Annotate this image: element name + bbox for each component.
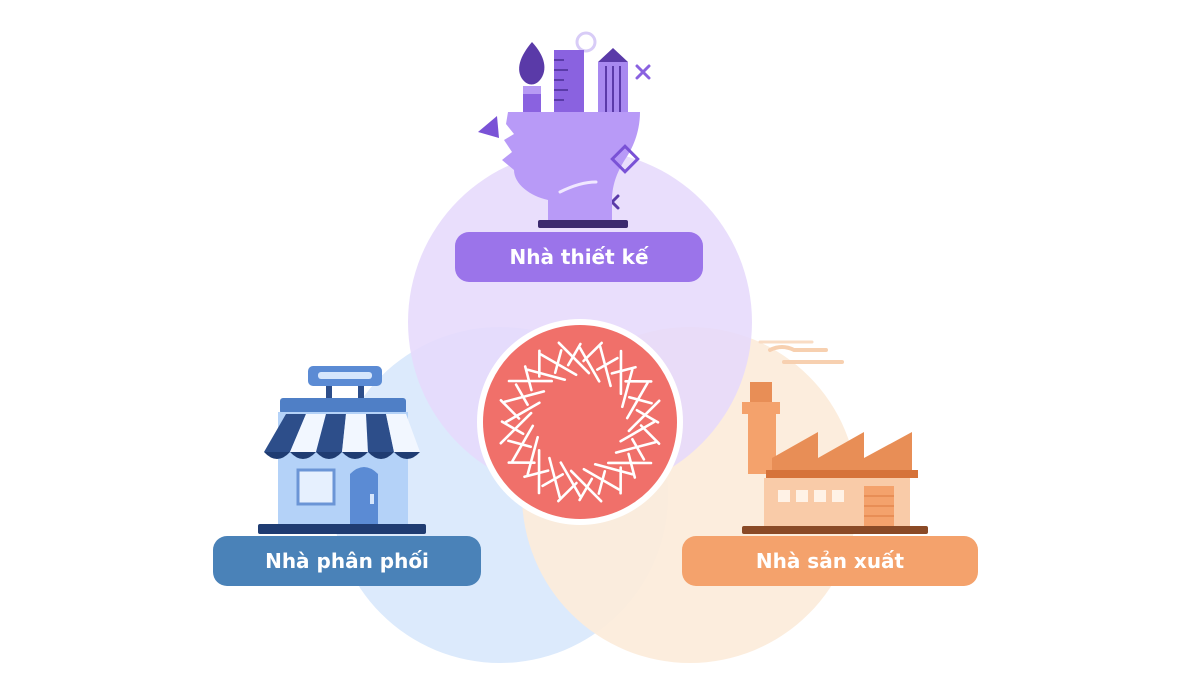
logo-strand bbox=[526, 368, 567, 382]
logo-strand bbox=[504, 401, 541, 424]
distributor-label-pill: Nhà phân phối bbox=[213, 536, 481, 586]
woven-ring-logo-icon bbox=[477, 319, 683, 525]
manufacturer-label: Nhà sản xuất bbox=[755, 549, 905, 573]
logo-strand bbox=[523, 469, 550, 479]
logo-strand bbox=[625, 381, 649, 420]
logo-strand bbox=[539, 353, 578, 377]
designer-label-pill: Nhà thiết kế bbox=[455, 232, 703, 282]
logo-strand bbox=[507, 439, 533, 449]
logo-strand bbox=[556, 481, 578, 503]
logo-strand bbox=[610, 365, 637, 375]
logo-strand bbox=[619, 420, 656, 443]
storefront-icon bbox=[258, 366, 426, 534]
logo-strand bbox=[514, 383, 529, 407]
logo-strand bbox=[548, 456, 562, 499]
logo-strand bbox=[627, 395, 653, 405]
logo-strand bbox=[500, 420, 525, 436]
logo-strand bbox=[578, 346, 601, 383]
logo-strand bbox=[557, 341, 591, 375]
logo-strand bbox=[631, 437, 646, 461]
logo-strand bbox=[499, 411, 533, 445]
logo-strand bbox=[526, 435, 540, 476]
logo-strand bbox=[627, 452, 637, 479]
logo-strand bbox=[541, 473, 565, 488]
factory-icon bbox=[742, 340, 928, 534]
logo-strand bbox=[566, 342, 582, 367]
logo-strand bbox=[635, 408, 660, 424]
distributor-label: Nhà phân phối bbox=[265, 549, 429, 573]
logo-strand bbox=[598, 345, 612, 388]
designer-label: Nhà thiết kế bbox=[509, 245, 649, 269]
logo-strand bbox=[559, 461, 582, 498]
logo-strand bbox=[620, 368, 634, 409]
logo-strand bbox=[523, 365, 533, 392]
logo-strand bbox=[593, 462, 634, 476]
logo-strand bbox=[503, 390, 546, 404]
logo-strand bbox=[553, 349, 563, 375]
logo-strand bbox=[597, 469, 607, 495]
manufacturer-label-pill: Nhà sản xuất bbox=[682, 536, 978, 586]
logo-strand bbox=[511, 424, 535, 463]
logo-strand bbox=[578, 477, 594, 502]
logo-strand bbox=[595, 356, 619, 371]
designer-head-with-tools-icon bbox=[478, 31, 651, 228]
logo-strand bbox=[639, 424, 661, 446]
logo-strand bbox=[569, 469, 603, 503]
logo-strand bbox=[627, 399, 661, 433]
